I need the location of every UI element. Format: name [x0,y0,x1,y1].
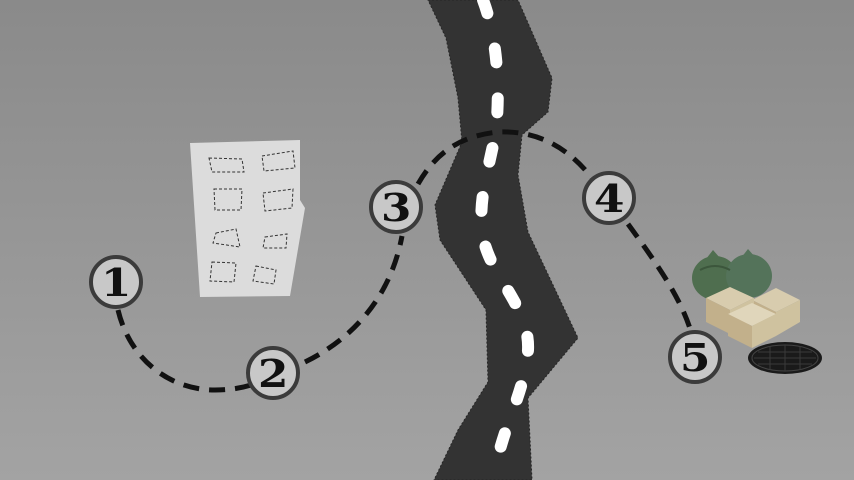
stop-1[interactable]: 1 [89,255,143,309]
stop-number: 2 [257,351,289,396]
cardboard-boxes-icon [706,287,800,348]
window [262,188,294,212]
window [213,188,243,211]
apartment-building-icon [190,140,305,297]
stop-number: 3 [380,185,412,230]
sewer-drain-icon [748,342,822,374]
window [208,157,245,173]
stop-number: 5 [679,335,711,380]
stop-2[interactable]: 2 [246,346,300,400]
stop-number: 1 [100,260,132,305]
stop-3[interactable]: 3 [369,180,423,234]
window [209,261,237,283]
stop-4[interactable]: 4 [582,171,636,225]
stop-number: 4 [593,176,625,221]
winding-road [427,0,579,480]
window [252,265,277,285]
lane-markings [475,0,535,476]
window [262,233,288,249]
window [261,150,296,172]
stop-5[interactable]: 5 [668,330,722,384]
